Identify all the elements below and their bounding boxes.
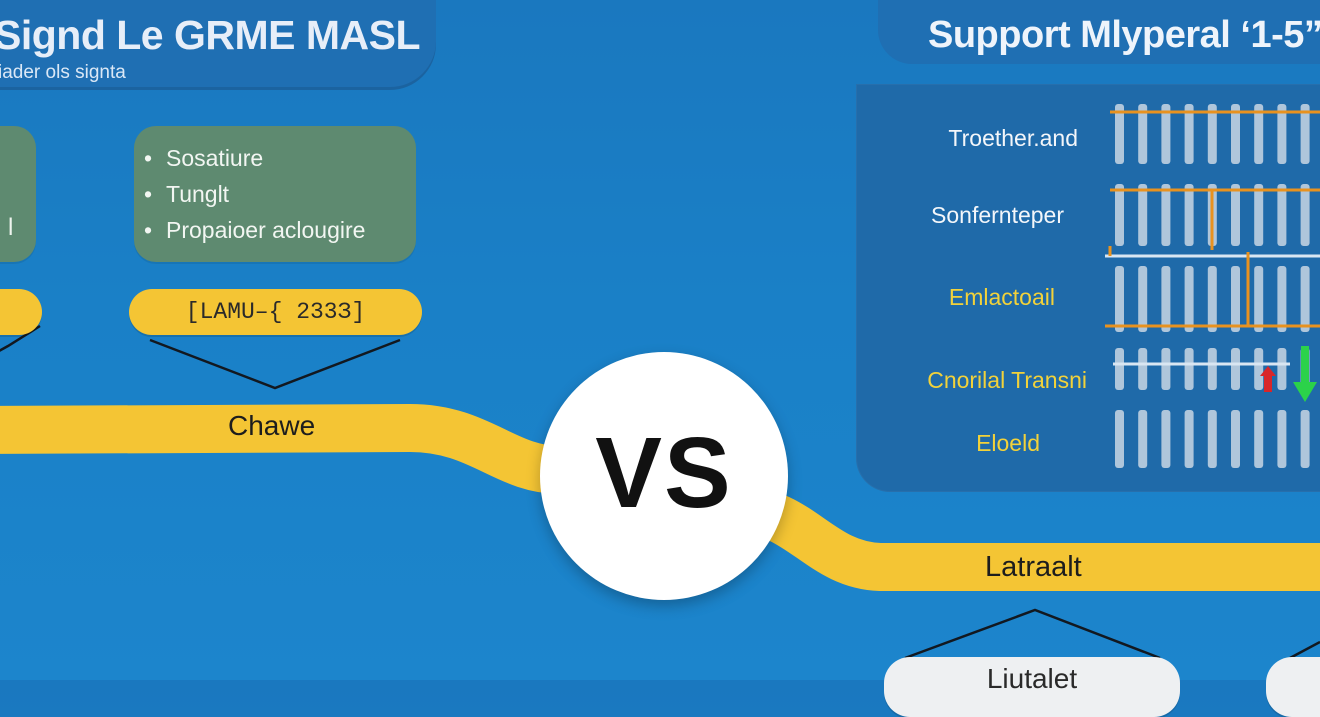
left-card-label: l xyxy=(8,214,14,241)
panel-bar xyxy=(1115,104,1124,164)
bottom-node-label: Liutalet xyxy=(986,663,1078,694)
panel-bar xyxy=(1300,410,1310,468)
panel-row-label: Troether.and xyxy=(948,125,1078,151)
feature-item: •Tunglt xyxy=(144,176,416,212)
panel-bar xyxy=(1115,266,1124,332)
code-tag: [LAMU–{ 233З] xyxy=(129,289,422,335)
right-title: Support Mlуperal ‘1-5” xyxy=(928,14,1320,56)
left-card: l xyxy=(0,126,36,262)
panel-bar xyxy=(1207,410,1217,468)
panel-row-label: Sonfernteper xyxy=(931,202,1064,228)
mid-tag-connector xyxy=(149,338,401,390)
panel-bar xyxy=(1161,410,1171,468)
feature-card: •Sosatiure •Tunglt •Propaioer aclougire xyxy=(134,126,416,262)
feature-panel xyxy=(856,84,1320,492)
panel-bar xyxy=(1277,266,1287,332)
panel-bar xyxy=(1231,266,1240,332)
feature-list: •Sosatiure •Tunglt •Propaioer aclougire xyxy=(134,126,416,248)
panel-bar xyxy=(1207,104,1217,164)
panel-bar xyxy=(1184,184,1194,246)
panel-bar xyxy=(1300,104,1310,164)
panel-bar xyxy=(1161,184,1171,246)
panel-bar xyxy=(1184,348,1194,390)
panel-bar xyxy=(1300,184,1310,246)
panel-bar xyxy=(1207,348,1217,390)
panel-bar xyxy=(1184,410,1194,468)
bottom-node-partial xyxy=(1266,657,1320,717)
red-marker-icon xyxy=(1260,366,1276,392)
vs-label: VS xyxy=(595,417,733,529)
panel-bar xyxy=(1115,348,1124,390)
code-tag-label: [LAMU–{ 233З] xyxy=(185,299,366,325)
panel-bar xyxy=(1207,266,1217,332)
panel-bar xyxy=(1277,104,1287,164)
left-tag xyxy=(0,289,42,335)
page-subtitle: iader ols signta xyxy=(0,62,126,83)
bottom-node-connector xyxy=(904,608,1161,660)
bottom-node: Liutalet xyxy=(884,657,1180,717)
bottom-ribbon-label: Latraalt xyxy=(985,551,1082,583)
panel-bar xyxy=(1138,104,1148,164)
panel-bar xyxy=(1138,410,1148,468)
feature-item: •Sosatiure xyxy=(144,140,416,176)
panel-bar xyxy=(1161,348,1171,390)
panel-bars xyxy=(1105,104,1320,468)
panel-row-label: Cnorilal Transni xyxy=(927,367,1087,393)
green-arrow-icon xyxy=(1293,346,1317,402)
panel-bar xyxy=(1254,104,1264,164)
panel-bar xyxy=(1300,266,1310,332)
panel-bar xyxy=(1138,266,1148,332)
panel-bar xyxy=(1115,410,1124,468)
panel-bar xyxy=(1254,184,1264,246)
panel-bar xyxy=(1115,184,1124,246)
panel-bar xyxy=(1277,184,1287,246)
panel-bar xyxy=(1231,104,1240,164)
right-title-banner xyxy=(878,0,1320,64)
panel-bar xyxy=(1161,266,1171,332)
panel-bar xyxy=(1254,266,1264,332)
panel-bar xyxy=(1231,184,1240,246)
panel-bar xyxy=(1161,104,1171,164)
panel-bar xyxy=(1184,266,1194,332)
panel-row-label: Eloeld xyxy=(976,430,1040,456)
page-title: Signd Le GRME MASL xyxy=(0,12,421,58)
bullet-icon: • xyxy=(144,145,153,171)
panel-bar xyxy=(1254,410,1264,468)
top-ribbon-label: Chawe xyxy=(228,410,316,441)
vs-badge xyxy=(540,352,788,600)
panel-row-label: Emlactoail xyxy=(948,284,1055,310)
bullet-icon: • xyxy=(144,217,153,243)
feature-item: •Propaioer aclougire xyxy=(144,212,416,248)
panel-bar xyxy=(1231,348,1240,390)
panel-bar xyxy=(1231,410,1240,468)
panel-bar xyxy=(1277,348,1287,390)
panel-bar xyxy=(1184,104,1194,164)
panel-bar xyxy=(1254,348,1264,390)
bottom-node-connector-2 xyxy=(1289,640,1320,660)
panel-bar xyxy=(1138,184,1148,246)
left-tag-connector xyxy=(0,324,41,352)
title-banner xyxy=(0,0,436,90)
bullet-icon: • xyxy=(144,181,153,207)
panel-bar xyxy=(1277,410,1287,468)
panel-bar xyxy=(1138,348,1148,390)
